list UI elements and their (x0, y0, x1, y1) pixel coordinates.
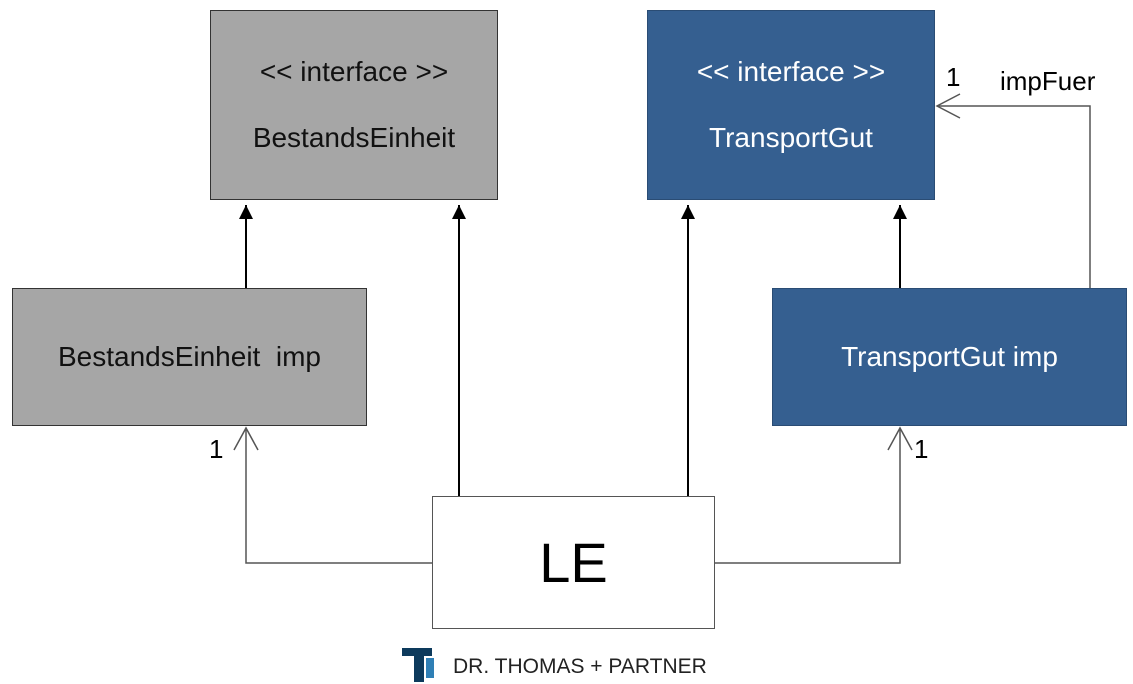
role-imp-fuer: impFuer (1000, 66, 1096, 96)
interface-transport-gut[interactable]: << interface >> TransportGut (647, 10, 935, 200)
arrowhead-le-to-tg-imp (887, 426, 913, 451)
class-name: TransportGut imp (841, 341, 1058, 372)
interface-bestands-einheit[interactable]: << interface >> BestandsEinheit (210, 10, 498, 200)
class-name: BestandsEinheit imp (57, 341, 322, 372)
class-name: LE (539, 530, 608, 594)
class-le[interactable]: LE (432, 496, 715, 629)
arrowhead-le-to-be-imp (233, 426, 259, 451)
arrowhead-imp-fuer (935, 93, 961, 119)
stereotype-label: << interface >> (259, 56, 449, 87)
class-name: BestandsEinheit (252, 122, 456, 153)
logo-text: DR. THOMAS + PARTNER (453, 655, 707, 678)
class-transport-gut-imp[interactable]: TransportGut imp (772, 288, 1127, 426)
edge-le-to-tg-imp (715, 428, 901, 564)
edge-le-to-be-imp (245, 428, 432, 564)
stereotype-label: << interface >> (696, 56, 886, 87)
multiplicity-be-imp: 1 (209, 434, 224, 464)
multiplicity-imp-fuer: 1 (946, 62, 961, 92)
class-name: TransportGut (709, 122, 873, 153)
logo-icon (402, 648, 434, 682)
edge-imp-fuer (937, 105, 1091, 288)
multiplicity-tg-imp: 1 (914, 434, 929, 464)
class-bestands-einheit-imp[interactable]: BestandsEinheit imp (12, 288, 367, 426)
